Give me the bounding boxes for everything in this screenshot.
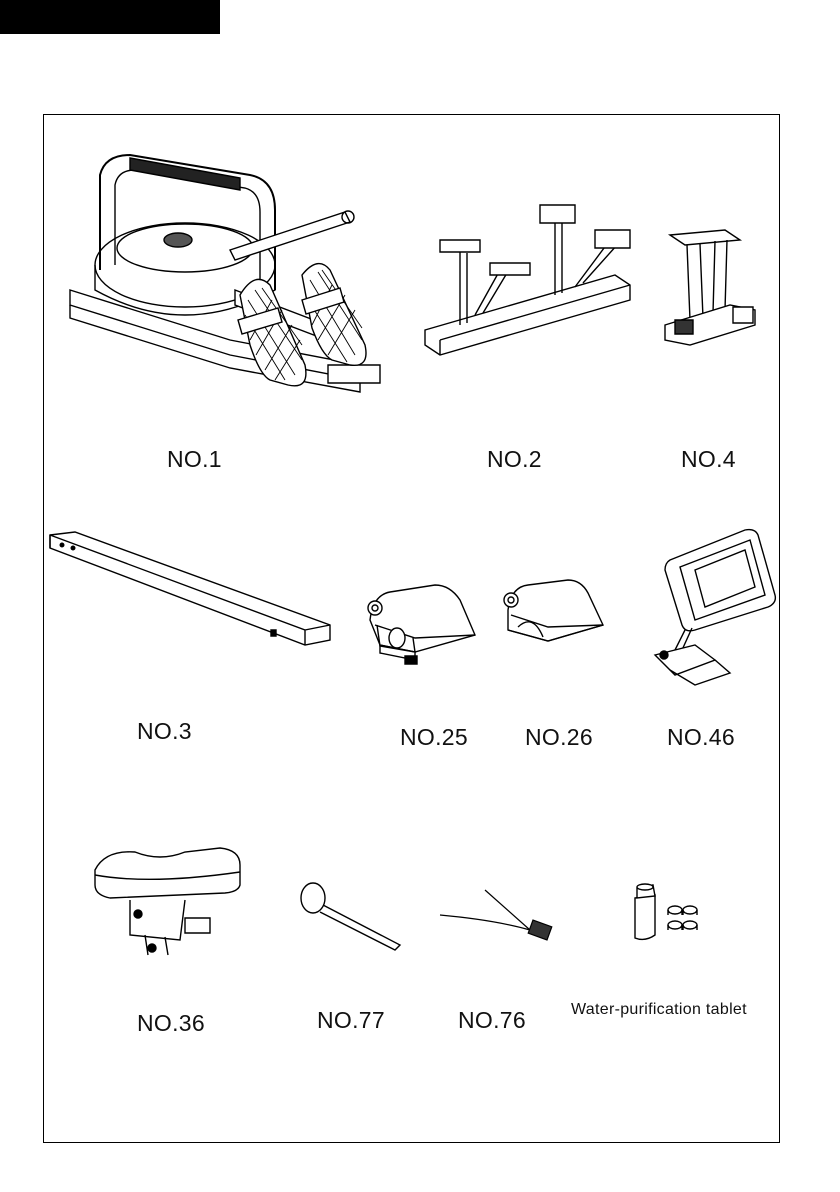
rail-beam-icon [45,530,335,650]
part-label-no77: NO.77 [317,1007,385,1034]
part-label-no4: NO.4 [681,446,736,473]
part-label-no25: NO.25 [400,724,468,751]
rear-support-icon [655,225,765,350]
tablet-bottle-icon [625,880,715,945]
part-label-no36: NO.36 [137,1010,205,1037]
funnel-tube-icon [295,880,405,955]
part-label-no2: NO.2 [487,446,542,473]
part-label-no3: NO.3 [137,718,192,745]
sensor-wire-icon [435,885,560,945]
header-bar [0,0,220,34]
part-label-no1: NO.1 [167,446,222,473]
rowing-machine-frame-icon [60,140,400,410]
monitor-icon [640,525,780,695]
end-cap-open-icon [493,575,608,665]
part-label-no26: NO.26 [525,724,593,751]
part-label-no76: NO.76 [458,1007,526,1034]
seat-icon [90,840,250,965]
front-stabilizer-icon [415,195,645,360]
end-cap-icon [355,580,480,670]
part-label-no46: NO.46 [667,724,735,751]
part-label-tablet: Water-purification tablet [571,1001,747,1019]
